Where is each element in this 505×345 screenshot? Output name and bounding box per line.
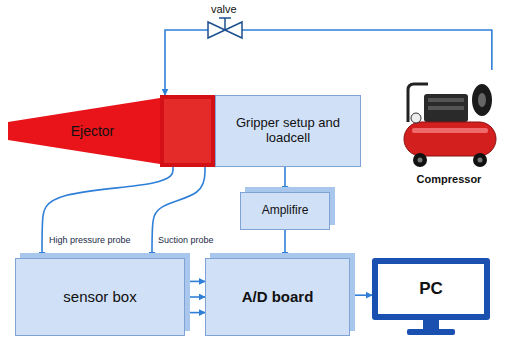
node-text: Ejector	[71, 123, 115, 139]
connector-arrow	[42, 167, 173, 258]
probe-label: Suction probe	[157, 236, 215, 246]
process-box: Gripper setup and loadcell	[215, 95, 361, 167]
connector-arrow	[165, 30, 492, 95]
connector-arrow	[185, 281, 205, 283]
connector-arrow	[284, 167, 286, 192]
connector-arrow	[185, 296, 205, 298]
node-text: Compressor	[417, 173, 482, 186]
node-text: Gripper setup and loadcell	[234, 116, 342, 146]
process-box: Amplifire	[240, 192, 330, 230]
node-text: PC	[419, 279, 443, 299]
valve-label: valve	[211, 3, 237, 15]
ejector-cone	[8, 98, 160, 164]
node-text: A/D board	[242, 288, 314, 305]
probe-label: High pressure probe	[48, 236, 132, 246]
valve-symbol	[208, 18, 242, 38]
node-text: sensor box	[63, 288, 136, 305]
connector-arrow	[185, 312, 205, 314]
connector-arrow	[350, 294, 372, 296]
ejector-body-face	[164, 99, 211, 163]
monitor-stand	[407, 320, 455, 335]
process-box: sensor box	[15, 258, 185, 336]
monitor-node: PC	[372, 258, 490, 320]
node-text: Amplifire	[262, 204, 309, 218]
ejector-body	[160, 95, 215, 167]
compressor-illustration	[404, 84, 496, 167]
connector-arrow	[284, 230, 286, 258]
ejector-node: Ejector	[8, 95, 215, 167]
compressor-node: Compressor	[398, 70, 500, 188]
process-box: A/D board	[205, 258, 350, 336]
